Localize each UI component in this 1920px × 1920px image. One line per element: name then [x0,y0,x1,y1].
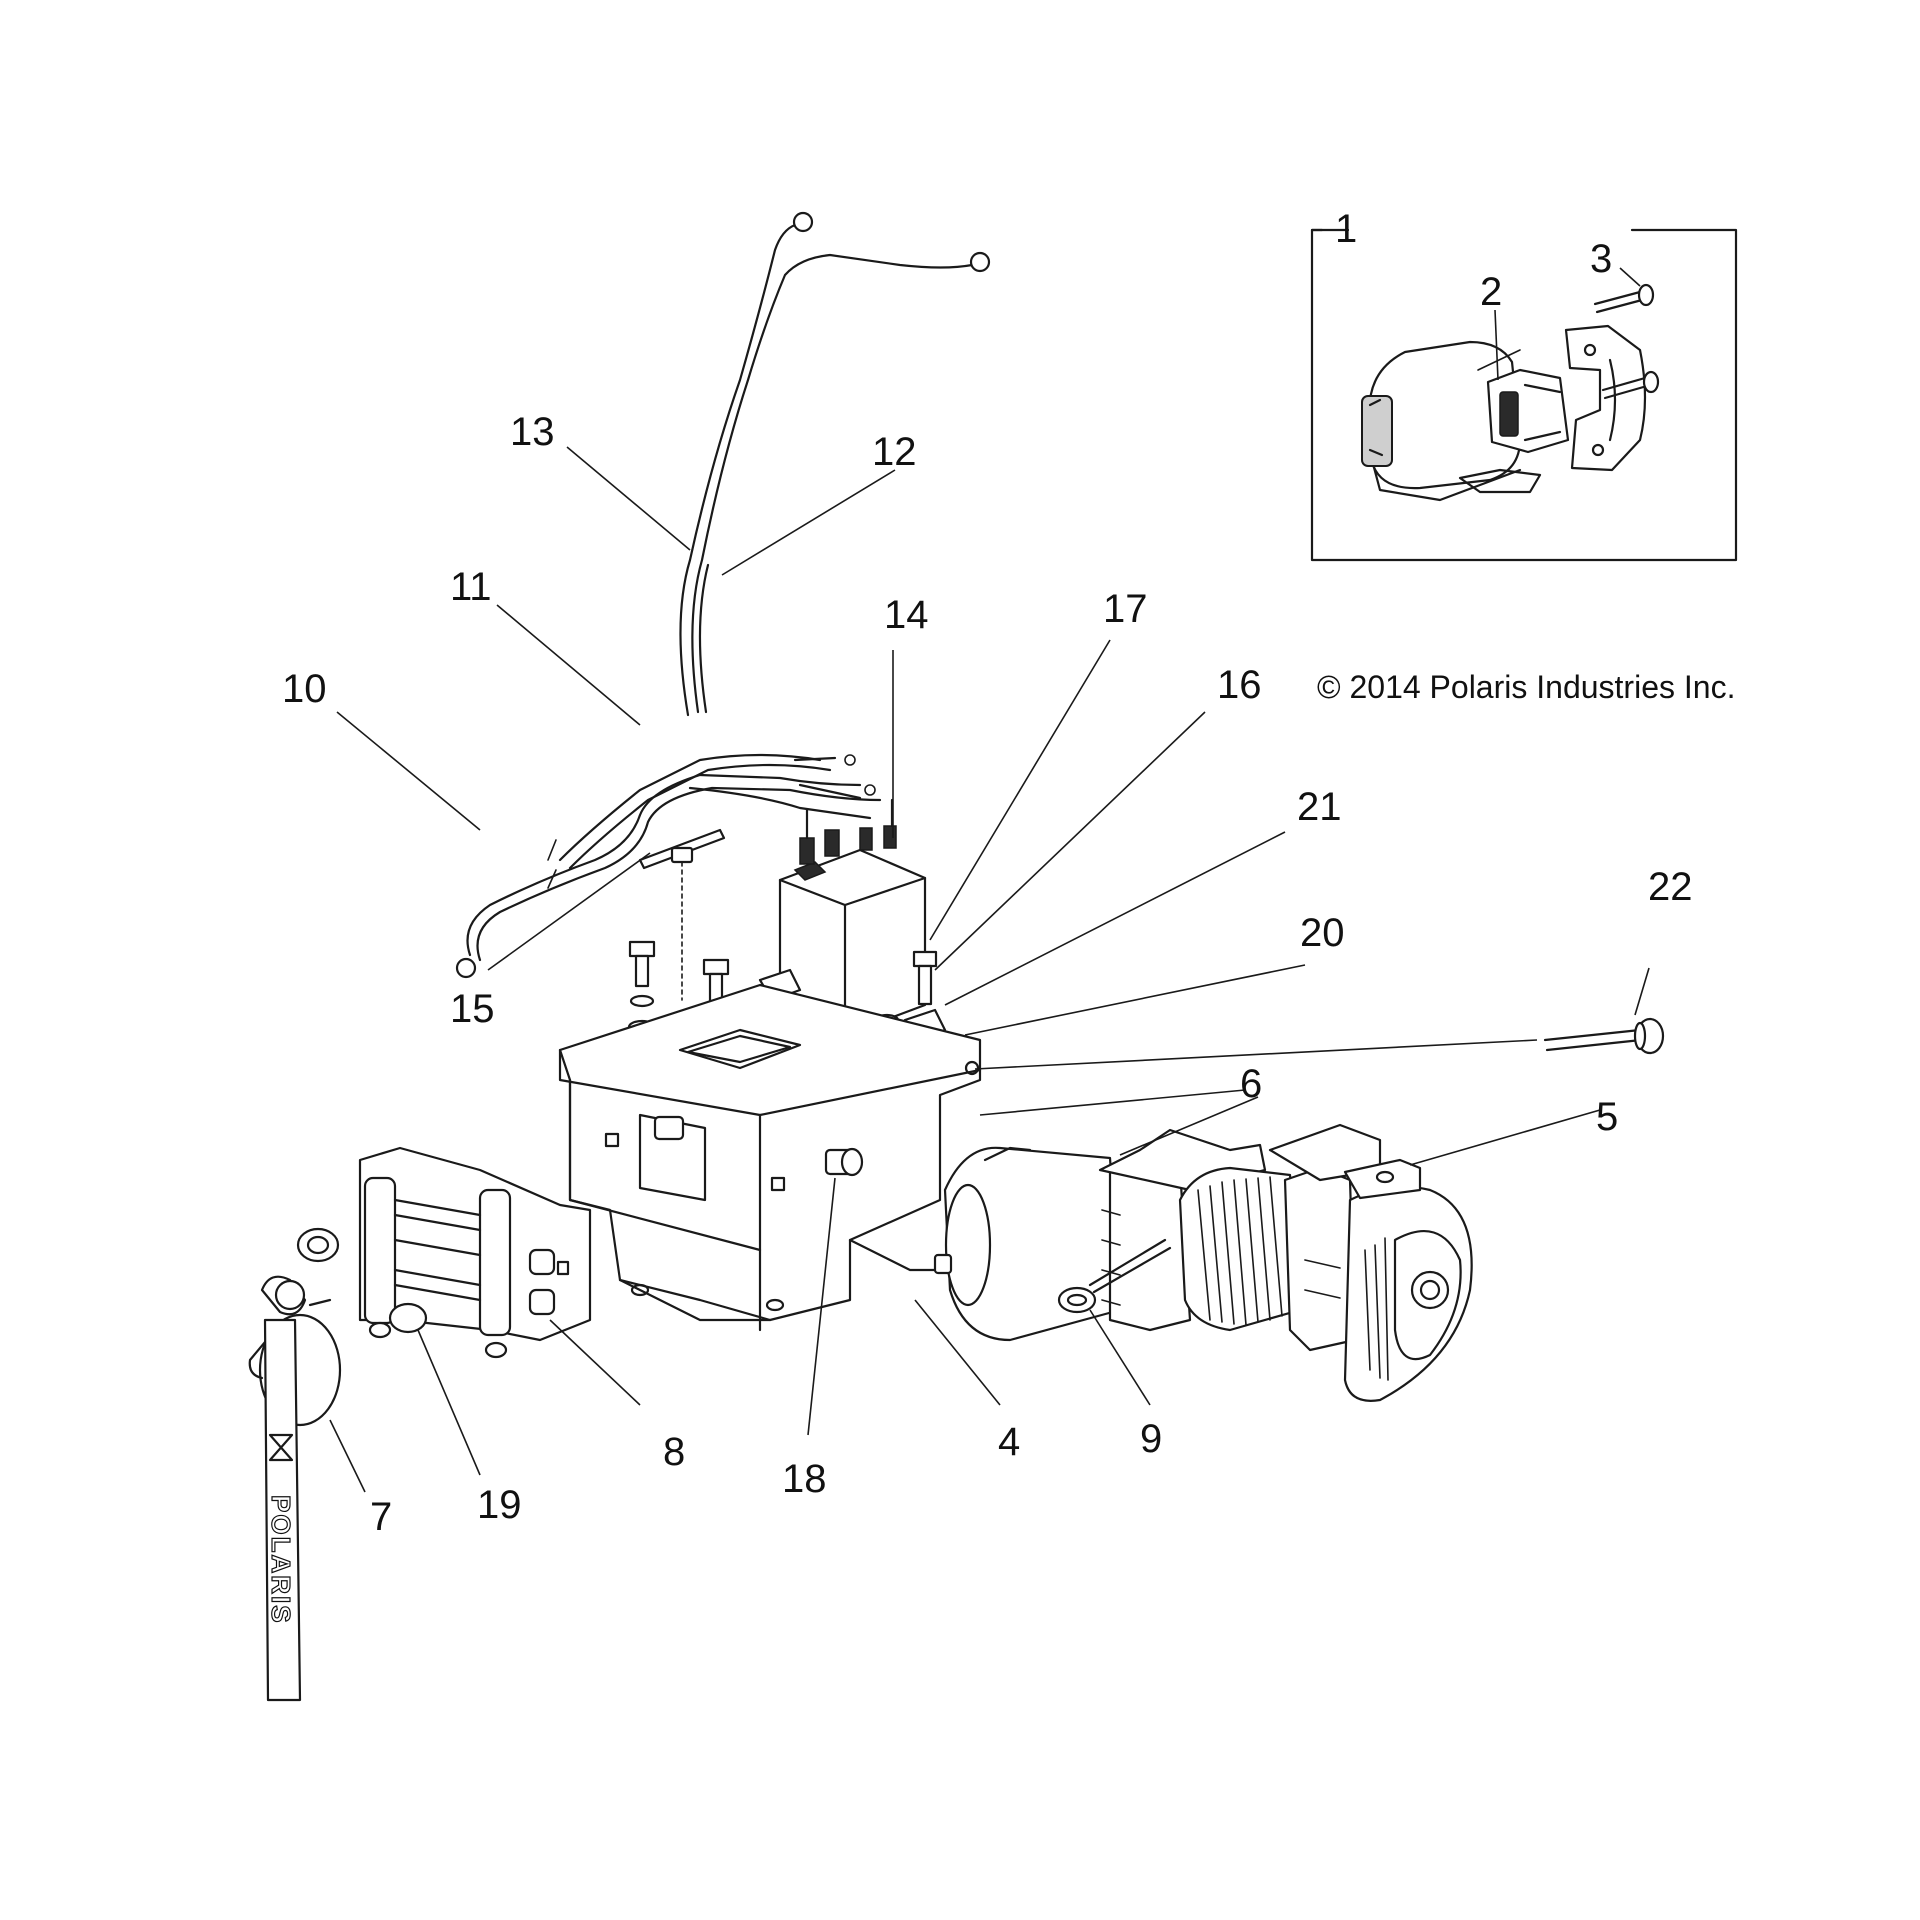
callout-9: 9 [1140,1417,1162,1461]
winch-mount-plate [558,983,982,1332]
wire-harness [455,211,991,979]
callout-16: 16 [1217,663,1262,707]
callout-19: 19 [477,1483,522,1527]
roller-fairlead [358,1146,592,1359]
hook-and-strap: POLARIS [248,1275,342,1702]
winch-assembly [933,1123,1473,1402]
bezel-screw-top [1593,283,1655,314]
flange-nut [296,1227,428,1334]
rocker-switch [1477,349,1570,454]
callout-5: 5 [1596,1095,1618,1139]
callout-21: 21 [1297,785,1342,829]
callout-6: 6 [1240,1062,1262,1106]
callout-4: 4 [998,1420,1020,1464]
callout-1: 1 [1335,207,1357,251]
leader-lines [329,446,1650,1493]
callout-13: 13 [510,410,555,454]
callout-2: 2 [1480,270,1502,314]
callout-22: 22 [1648,865,1693,909]
cable-tie [638,828,726,1001]
switch-housing [1361,340,1542,502]
callout-20: 20 [1300,911,1345,955]
callout-12: 12 [872,430,917,474]
callout-17: 17 [1103,587,1148,631]
callout-labels: 1 2 3 4 5 6 7 8 9 10 11 12 13 14 15 16 1… [282,207,1693,1539]
strap-brand-mark: POLARIS [266,1495,296,1625]
callout-7: 7 [370,1495,392,1539]
callout-11: 11 [450,565,492,609]
callout-8: 8 [663,1430,685,1474]
bezel-screw-bottom [1601,370,1660,400]
copyright-notice: © 2014 Polaris Industries Inc. [1317,669,1735,705]
long-bolt [1543,1017,1665,1055]
callout-10: 10 [282,667,327,711]
callout-3: 3 [1590,237,1612,281]
callout-18: 18 [782,1457,827,1501]
inset-switch-assembly [1310,228,1738,562]
callout-14: 14 [884,593,929,637]
callout-15: 15 [450,987,495,1031]
